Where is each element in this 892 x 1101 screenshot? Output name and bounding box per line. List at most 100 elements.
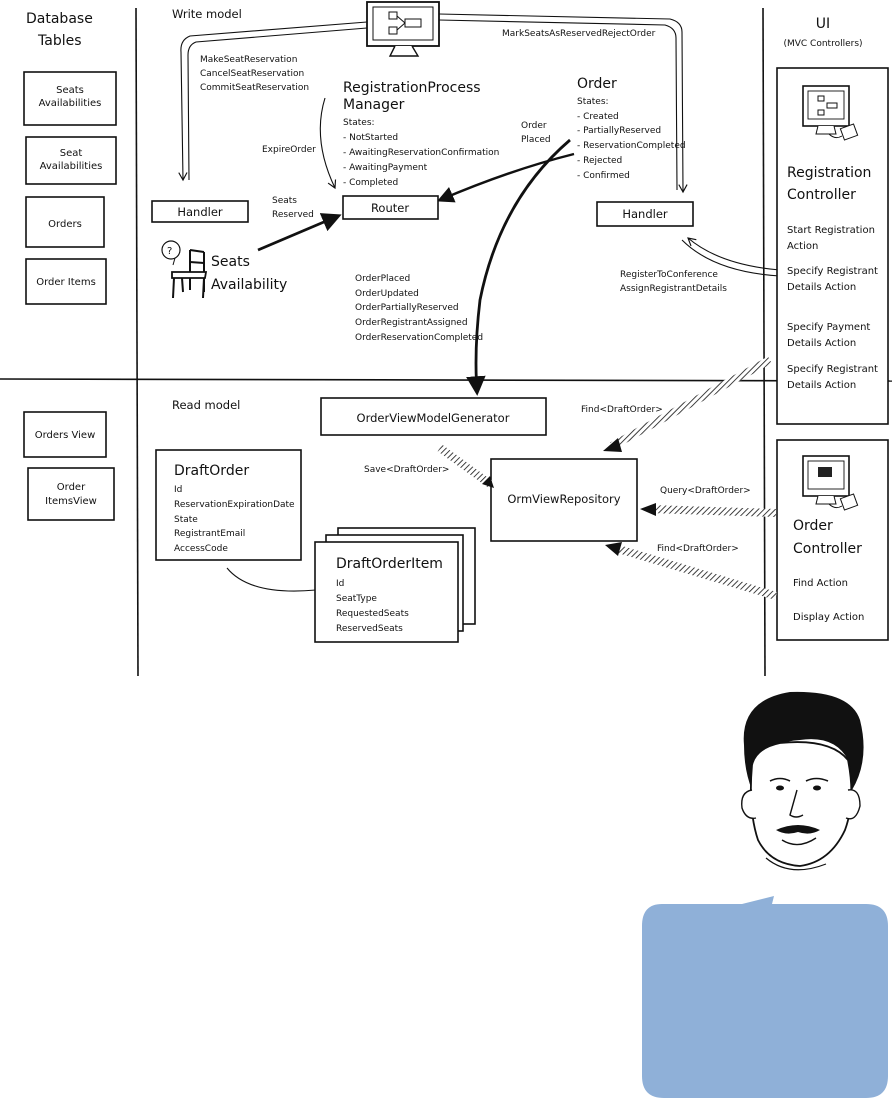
svg-text:MakeSeatReservation: MakeSeatReservation xyxy=(200,55,297,65)
svg-text:Order Items: Order Items xyxy=(36,277,96,288)
svg-text:Orders View: Orders View xyxy=(35,430,96,441)
svg-text:Availabilities: Availabilities xyxy=(40,161,103,172)
svg-text:OrderRegistrantAssigned: OrderRegistrantAssigned xyxy=(355,318,468,328)
svg-text:?: ? xyxy=(167,246,172,257)
read-model-title: Read model xyxy=(172,398,240,412)
table-seat-availabilities xyxy=(25,136,117,185)
ui-column: UI (MVC Controllers) Registration Contro… xyxy=(776,16,889,641)
svg-text:Orders: Orders xyxy=(48,219,82,230)
read-model-section: Read model OrderViewModelGenerator OrmVi… xyxy=(155,356,778,643)
router-box xyxy=(342,195,439,220)
computer-icon-2 xyxy=(802,455,859,511)
router-label: Router xyxy=(371,201,409,215)
svg-text:State: State xyxy=(174,515,198,525)
svg-text:OrderUpdated: OrderUpdated xyxy=(355,289,419,299)
svg-text:Query<DraftOrder>: Query<DraftOrder> xyxy=(660,486,751,496)
svg-text:- ReservationCompleted: - ReservationCompleted xyxy=(577,141,686,151)
draft-order-box xyxy=(155,449,302,561)
svg-text:Start Registration: Start Registration xyxy=(787,225,875,236)
svg-text:Seats: Seats xyxy=(56,85,84,96)
table-order-items-view xyxy=(27,467,115,521)
table-seats-availabilities xyxy=(23,71,117,126)
svg-text:SeatType: SeatType xyxy=(336,594,377,604)
generator-label: OrderViewModelGenerator xyxy=(357,411,510,425)
registration-controller-2: Controller xyxy=(787,187,856,203)
registration-action-specify-registrant-2: Specify Registrant Details Action xyxy=(787,364,878,391)
order-title: Order xyxy=(577,76,617,92)
svg-text:- Created: - Created xyxy=(577,112,619,122)
svg-text:Availabilities: Availabilities xyxy=(39,98,102,109)
svg-text:Placed: Placed xyxy=(521,135,551,145)
repository-box xyxy=(490,458,638,542)
svg-text:OrderPartiallyReserved: OrderPartiallyReserved xyxy=(355,303,459,313)
svg-text:RequestedSeats: RequestedSeats xyxy=(336,609,409,619)
registration-action-specify-registrant: Specify Registrant Details Action xyxy=(787,266,878,293)
order-controller-1: Order xyxy=(793,518,833,534)
seats-availability-2: Availability xyxy=(211,277,287,293)
db-title-line1: Database xyxy=(26,11,93,27)
chair-icon: ? xyxy=(161,240,208,299)
svg-text:Order: Order xyxy=(521,121,547,131)
speech-bubble xyxy=(642,896,888,1098)
registration-action-start: Start Registration Action xyxy=(787,225,875,252)
registration-controller-1: Registration xyxy=(787,165,871,181)
svg-text:ReservationExpirationDate: ReservationExpirationDate xyxy=(174,500,295,510)
svg-text:ReservedSeats: ReservedSeats xyxy=(336,624,403,634)
svg-text:- AwaitingReservationConfirmat: - AwaitingReservationConfirmation xyxy=(343,148,499,158)
svg-text:Details Action: Details Action xyxy=(787,282,856,293)
handler-left-label: Handler xyxy=(177,205,223,219)
svg-text:ItemsView: ItemsView xyxy=(45,496,97,507)
handler-right-label: Handler xyxy=(622,207,668,221)
database-tables-column: Database Tables Seats Availabilities Sea… xyxy=(23,11,117,521)
ui-title: UI xyxy=(816,16,830,32)
svg-text:Seats: Seats xyxy=(272,196,297,206)
svg-text:CommitSeatReservation: CommitSeatReservation xyxy=(200,83,309,93)
svg-text:Save<DraftOrder>: Save<DraftOrder> xyxy=(364,465,449,475)
svg-text:- NotStarted: - NotStarted xyxy=(343,133,398,143)
svg-text:Specify Payment: Specify Payment xyxy=(787,322,870,333)
registration-action-specify-payment: Specify Payment Details Action xyxy=(787,322,870,349)
svg-text:Seat: Seat xyxy=(60,148,83,159)
character-illustration xyxy=(741,691,864,871)
computer-icon xyxy=(802,85,859,141)
svg-text:RegisterToConference: RegisterToConference xyxy=(620,270,718,280)
svg-text:States:: States: xyxy=(577,97,609,107)
table-orders xyxy=(25,196,105,248)
svg-text:Find<DraftOrder>: Find<DraftOrder> xyxy=(581,405,663,415)
order-controller-2: Controller xyxy=(793,541,862,557)
svg-text:Reserved: Reserved xyxy=(272,210,314,220)
generator-box xyxy=(320,397,547,436)
frame-lines xyxy=(0,7,892,677)
table-orders-view xyxy=(23,411,107,458)
svg-text:RegistrantEmail: RegistrantEmail xyxy=(174,529,245,539)
svg-text:Specify Registrant: Specify Registrant xyxy=(787,364,878,375)
ui-subtitle: (MVC Controllers) xyxy=(783,39,862,49)
svg-text:OrderPlaced: OrderPlaced xyxy=(355,274,410,284)
svg-text:ExpireOrder: ExpireOrder xyxy=(262,145,316,155)
table-order-items xyxy=(25,258,107,305)
svg-text:Details Action: Details Action xyxy=(787,338,856,349)
svg-text:Details Action: Details Action xyxy=(787,380,856,391)
svg-text:- Rejected: - Rejected xyxy=(577,156,622,166)
svg-text:- Completed: - Completed xyxy=(343,178,398,188)
svg-text:AccessCode: AccessCode xyxy=(174,544,228,554)
svg-text:Order: Order xyxy=(57,482,86,493)
svg-text:Id: Id xyxy=(174,485,182,495)
svg-text:OrderReservationCompleted: OrderReservationCompleted xyxy=(355,333,483,343)
svg-text:- Confirmed: - Confirmed xyxy=(577,171,630,181)
svg-text:CancelSeatReservation: CancelSeatReservation xyxy=(200,69,304,79)
repository-label: OrmViewRepository xyxy=(507,492,620,506)
svg-text:- AwaitingPayment: - AwaitingPayment xyxy=(343,163,428,173)
svg-text:Action: Action xyxy=(787,241,818,252)
svg-text:States:: States: xyxy=(343,118,375,128)
order-action-display: Display Action xyxy=(793,612,864,623)
draft-order-title: DraftOrder xyxy=(174,463,249,479)
write-model-section: Write model MakeSeatReservation CancelSe… xyxy=(151,1,781,396)
svg-text:Specify Registrant: Specify Registrant xyxy=(787,266,878,277)
handler-right-box xyxy=(596,201,694,227)
draft-order-item-box xyxy=(314,541,459,643)
svg-text:Find<DraftOrder>: Find<DraftOrder> xyxy=(657,544,739,554)
svg-text:- PartiallyReserved: - PartiallyReserved xyxy=(577,126,661,136)
write-model-title: Write model xyxy=(172,7,242,21)
